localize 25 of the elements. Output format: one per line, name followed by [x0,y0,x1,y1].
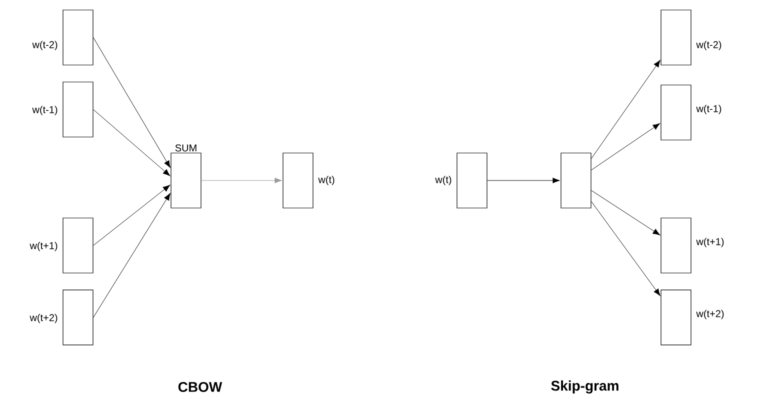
word-label: w(t-1) [32,106,58,116]
word-label: w(t+2) [30,314,58,324]
word-label: w(t) [318,176,334,186]
box [560,152,592,208]
word-label: w(t-1) [696,104,722,114]
arrow [591,123,660,170]
box [170,144,202,208]
word-label: w(t) [435,176,452,186]
arrow [591,60,660,159]
arrow [591,201,660,296]
word-label: w(t-2) [32,40,58,50]
word-label: w(t+1) [696,238,724,248]
arrow [93,109,170,176]
word-label: w(t+2) [696,310,724,320]
arrow [93,37,170,168]
arrow [93,193,170,318]
word-label: w(t-2) [696,40,722,50]
arrow [201,178,282,184]
word-label: w(t+1) [30,242,58,252]
model-title: CBOW [178,382,222,392]
arrow [487,178,560,184]
arrow [591,190,660,236]
arrow [93,184,170,246]
box-heading: SUM [175,144,196,152]
model-title: Skip-gram [551,380,618,394]
